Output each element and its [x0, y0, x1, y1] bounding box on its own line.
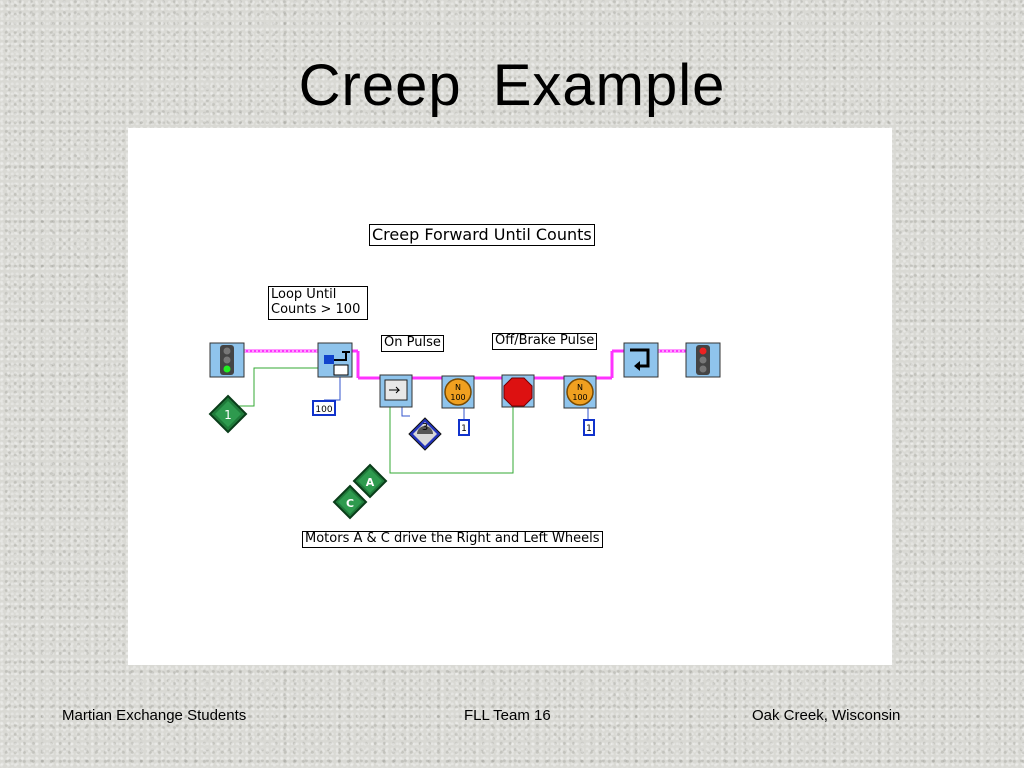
program-beam — [244, 349, 686, 380]
green-wires — [228, 367, 514, 474]
motor-on-block[interactable]: N 100 — [441, 375, 475, 409]
end-traffic-light[interactable] — [685, 342, 721, 378]
loop-count-value: 100 — [315, 405, 332, 415]
motor-c-diamond[interactable]: C — [332, 484, 368, 520]
program-diagram-panel: 1 100 3 N 100 1 — [128, 128, 892, 665]
footer-center: FLL Team 16 — [464, 707, 551, 724]
motor-direction-letter: N — [455, 383, 461, 392]
loop-label-line1: Loop Until — [271, 287, 337, 302]
loop-end-block[interactable] — [623, 342, 659, 378]
motor-c-letter: C — [346, 497, 354, 510]
footer-right: Oak Creek, Wisconsin — [752, 707, 901, 724]
on-pulse-label: On Pulse — [381, 335, 444, 352]
footer-left: Martian Exchange Students — [62, 707, 247, 724]
diagram-heading: Creep Forward Until Counts — [369, 224, 595, 247]
motor-port-left: 1 — [461, 424, 467, 434]
slide-title: Creep Example — [298, 53, 726, 118]
motor-a-letter: A — [366, 476, 375, 489]
motor-power-right: 100 — [572, 393, 587, 402]
loop-label: Loop Until Counts > 100 — [268, 286, 368, 320]
start-traffic-light[interactable] — [209, 342, 245, 378]
motor-a-diamond[interactable]: A — [352, 463, 388, 499]
motor-port-box-left[interactable]: 1 — [458, 419, 470, 436]
stop-brake-block[interactable] — [501, 374, 535, 408]
motors-label: Motors A & C drive the Right and Left Wh… — [302, 531, 603, 548]
motor-off-block[interactable]: N 100 — [563, 375, 597, 409]
loop-label-line2: Counts > 100 — [271, 301, 361, 317]
motor-direction-letter: N — [577, 383, 583, 392]
program-diagram: 1 100 3 N 100 1 — [208, 342, 721, 520]
motor-port-box-right[interactable]: 1 — [583, 419, 595, 436]
motor-power-left: 100 — [450, 393, 465, 402]
timer-value: 3 — [422, 422, 428, 433]
off-pulse-label: Off/Brake Pulse — [492, 333, 598, 350]
timer-dial-diamond[interactable]: 3 — [408, 417, 442, 451]
motor-port-right: 1 — [586, 424, 592, 434]
sensor-port-number: 1 — [224, 408, 232, 422]
loop-count-box[interactable]: 100 — [312, 400, 336, 416]
sensor-port-diamond[interactable]: 1 — [208, 394, 248, 434]
on-pulse-block[interactable] — [379, 374, 413, 408]
loop-until-block[interactable] — [317, 342, 353, 378]
